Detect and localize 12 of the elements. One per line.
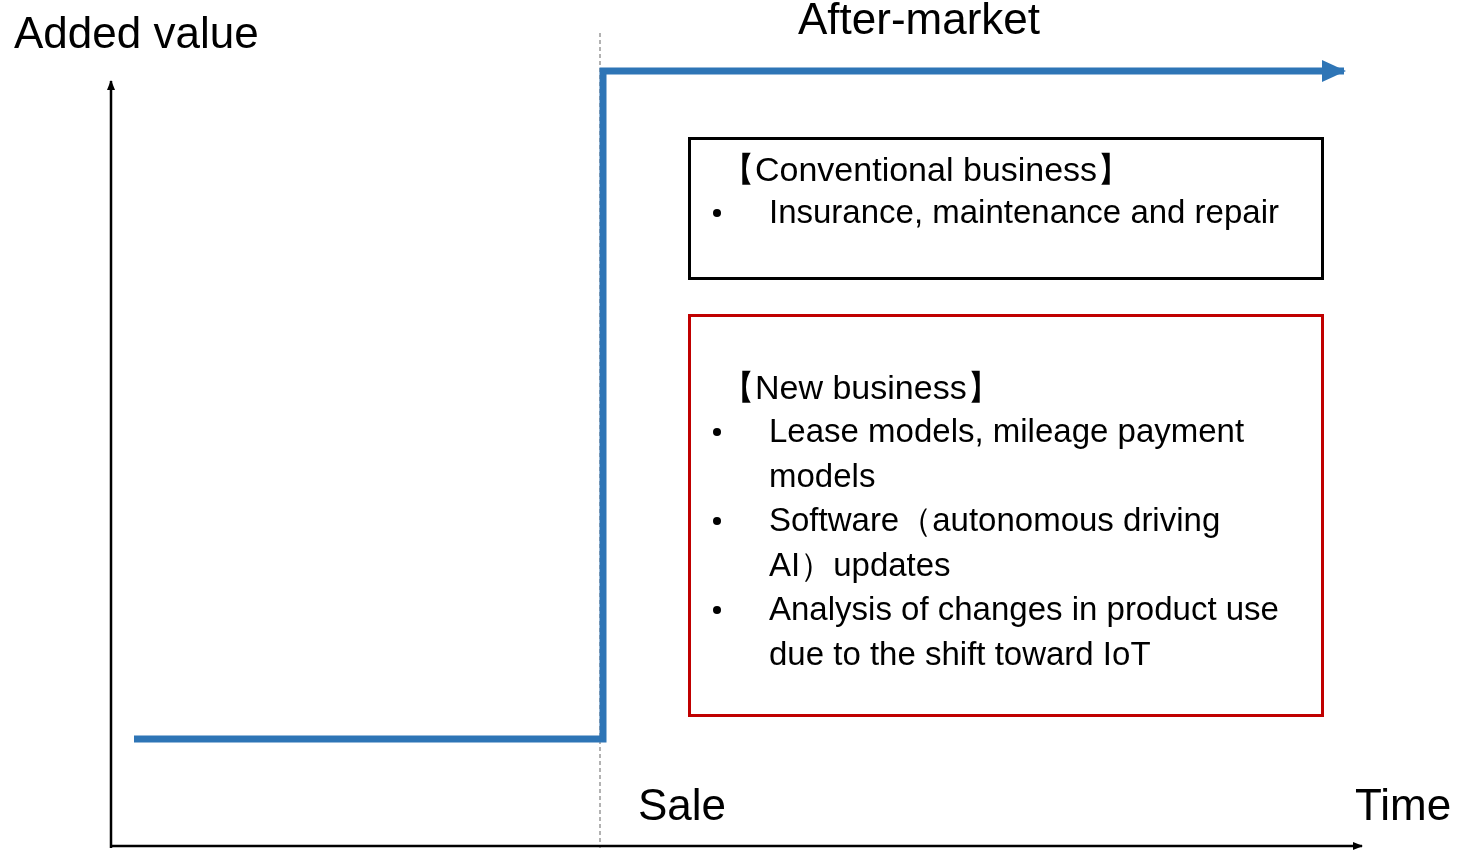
text-box [688,314,1324,717]
axis-label: Time [1355,780,1452,830]
bullet-item: Software（autonomous driving AI）updates [769,500,1222,585]
bullet-item: Analysis of changes in product use due to the shift toward IoT [769,589,1280,674]
bullet-item: Insurance, maintenance and repair [769,192,1280,232]
box-heading: 【Conventional business】 [721,149,1132,190]
text-box [688,137,1324,280]
axis-label: Added value [14,8,259,58]
bullet-item: Lease models, mileage payment models [769,411,1246,496]
box-heading: 【New business】 [721,367,1001,408]
annotation-text: Sale [638,780,727,830]
annotation-text: After-market [798,0,1041,44]
